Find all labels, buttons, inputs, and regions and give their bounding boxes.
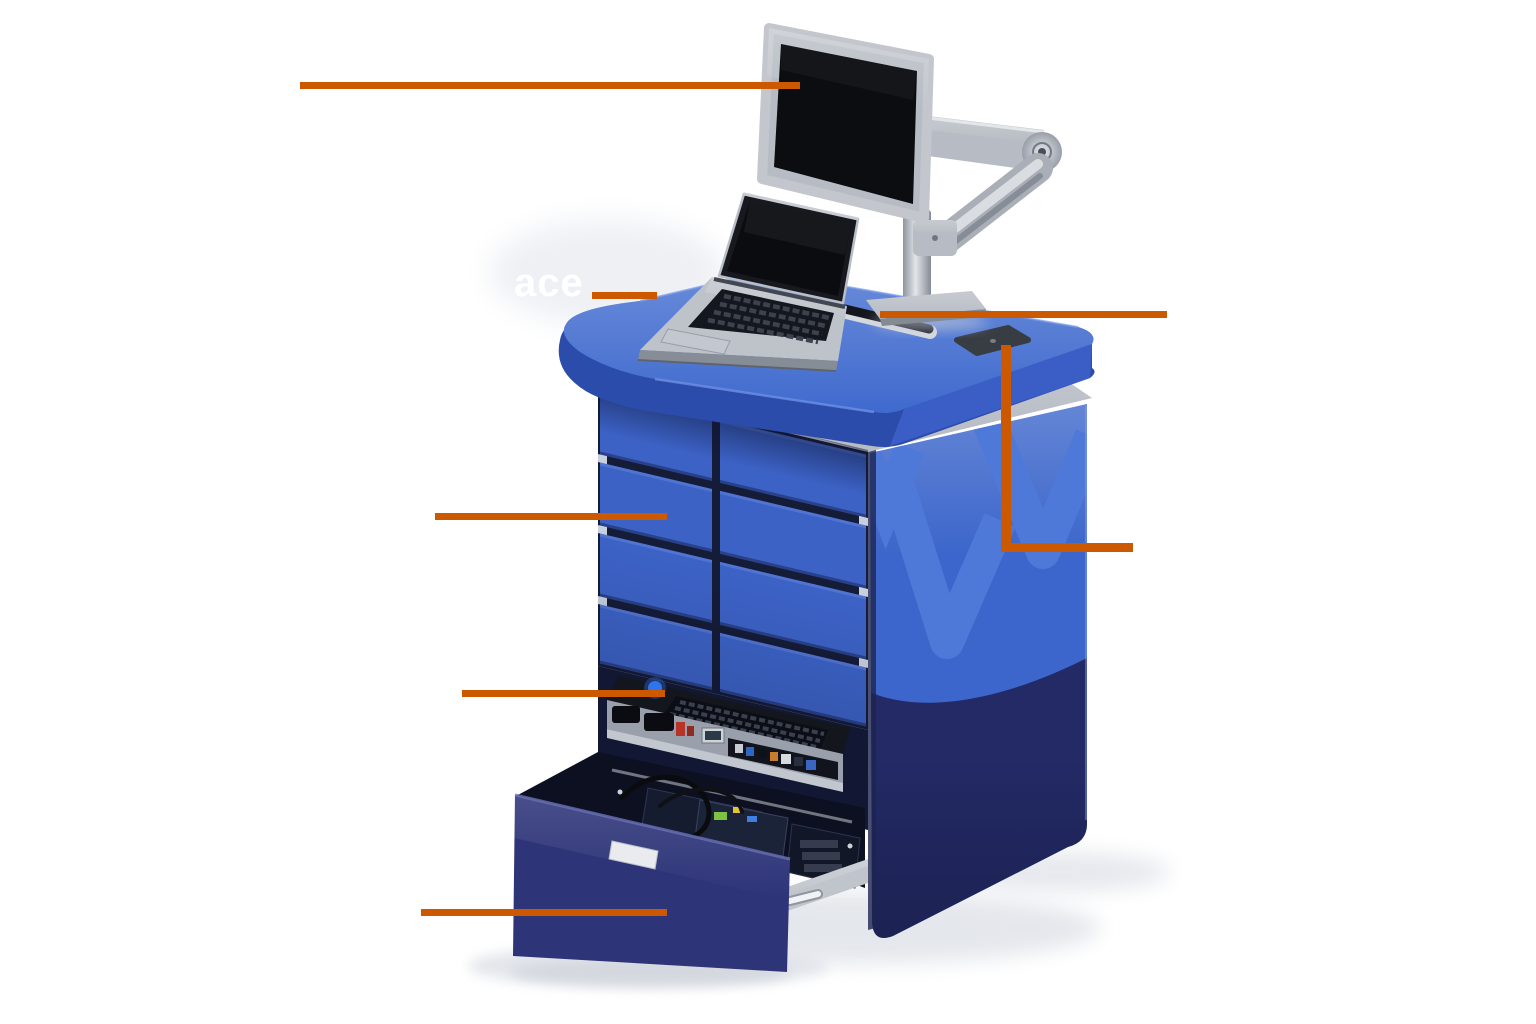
callout-line-drawers bbox=[435, 513, 667, 520]
laptop-trackpad bbox=[660, 328, 731, 355]
rail-handle-slot bbox=[787, 891, 821, 904]
tray-chip-blue bbox=[747, 816, 757, 822]
rack-ports bbox=[735, 744, 816, 770]
monitor-assembly bbox=[757, 23, 1062, 330]
callout-line-device-pad bbox=[1001, 543, 1133, 552]
rack-vent bbox=[644, 713, 674, 731]
side-chevron-1 bbox=[876, 464, 1016, 659]
laptop-hinge bbox=[713, 277, 846, 309]
callout-line-device-pad bbox=[1001, 345, 1011, 552]
laptop bbox=[637, 192, 860, 372]
laptop-key-rows bbox=[707, 293, 831, 345]
callout-line-monitor bbox=[300, 82, 800, 89]
tray-screw bbox=[847, 843, 853, 849]
drawer-top-shadow bbox=[598, 388, 868, 497]
callout-line-worktop bbox=[592, 292, 657, 299]
rack-key-rows bbox=[669, 700, 825, 749]
laptop-screen bbox=[727, 201, 851, 296]
monitor-screen-reflection bbox=[781, 44, 917, 100]
laptop-screen-reflection bbox=[744, 201, 851, 255]
callout-lines bbox=[300, 82, 1167, 916]
desk-front-highlight bbox=[654, 377, 875, 414]
laptop-base-front bbox=[638, 350, 838, 371]
monitor-screen bbox=[774, 44, 917, 204]
callout-line-open-drawer bbox=[421, 909, 667, 916]
rack-unit bbox=[607, 676, 850, 792]
side-front-edge bbox=[868, 450, 876, 930]
callout-line-rack-unit bbox=[462, 690, 665, 697]
tray-screw bbox=[617, 789, 623, 795]
watermark-text: ace bbox=[514, 261, 584, 305]
device-pad-dot bbox=[990, 339, 996, 343]
tray-organizer-slots bbox=[800, 840, 842, 872]
drawer-label-plate bbox=[608, 840, 659, 870]
tray-cable-2 bbox=[658, 787, 744, 814]
rack-vent bbox=[612, 706, 640, 723]
tray-chip-green bbox=[714, 812, 727, 820]
callout-line-cable-slot bbox=[880, 311, 1167, 318]
rack-switch-red bbox=[676, 722, 685, 736]
side-panel bbox=[868, 404, 1087, 938]
desk-slab-side-right bbox=[890, 344, 1092, 446]
tray-cable-1 bbox=[619, 774, 712, 843]
tray-chip-yellow bbox=[733, 807, 743, 813]
drawer-panel-top-edge bbox=[514, 793, 791, 861]
rack-switch-red-small bbox=[687, 726, 694, 736]
drawer-front bbox=[720, 490, 866, 589]
open-drawer bbox=[513, 752, 868, 972]
rack-bottom-rim bbox=[607, 729, 843, 792]
